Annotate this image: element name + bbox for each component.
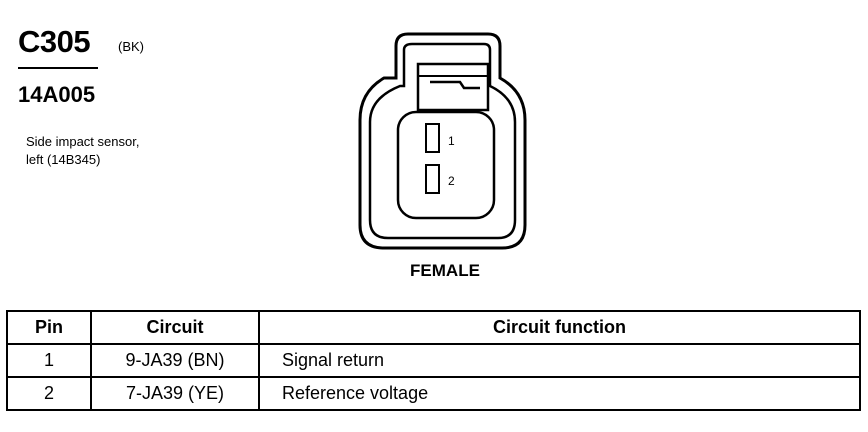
column-header-circuit: Circuit [90,310,260,345]
description-line-1: Side impact sensor, [26,134,140,149]
pin-1-label: 1 [448,134,455,148]
circuit-function-cell: Signal return [258,343,861,378]
connector-id: C305 [18,24,91,59]
circuit-cell: 7-JA39 (YE) [90,376,260,411]
column-header-circuit-function: Circuit function [258,310,861,345]
locking-tab-notch [430,80,480,90]
pin-2-terminal [425,164,440,194]
table-header-row: Pin Circuit Circuit function [6,310,861,345]
component-description: Side impact sensor, left (14B345) [26,133,206,169]
pin-table: Pin Circuit Circuit function 1 9-JA39 (B… [6,310,861,411]
pin-1-terminal [425,123,440,153]
connector-face-drawing: 1 2 [358,32,527,250]
locking-tab [416,62,490,112]
pin-cell: 2 [6,376,92,411]
column-header-pin: Pin [6,310,92,345]
table-row: 2 7-JA39 (YE) Reference voltage [6,376,861,411]
circuit-cell: 9-JA39 (BN) [90,343,260,378]
description-line-2: left (14B345) [26,152,101,167]
color-code: (BK) [118,39,144,54]
title-divider [18,67,98,69]
pin-cavity-block [396,110,496,220]
pin-cell: 1 [6,343,92,378]
pin-2-label: 2 [448,174,455,188]
part-number: 14A005 [18,82,96,107]
connector-outer-housing [358,32,527,250]
circuit-function-cell: Reference voltage [258,376,861,411]
connector-gender-label: FEMALE [410,261,480,280]
table-row: 1 9-JA39 (BN) Signal return [6,343,861,378]
connector-inner-housing [368,42,517,240]
